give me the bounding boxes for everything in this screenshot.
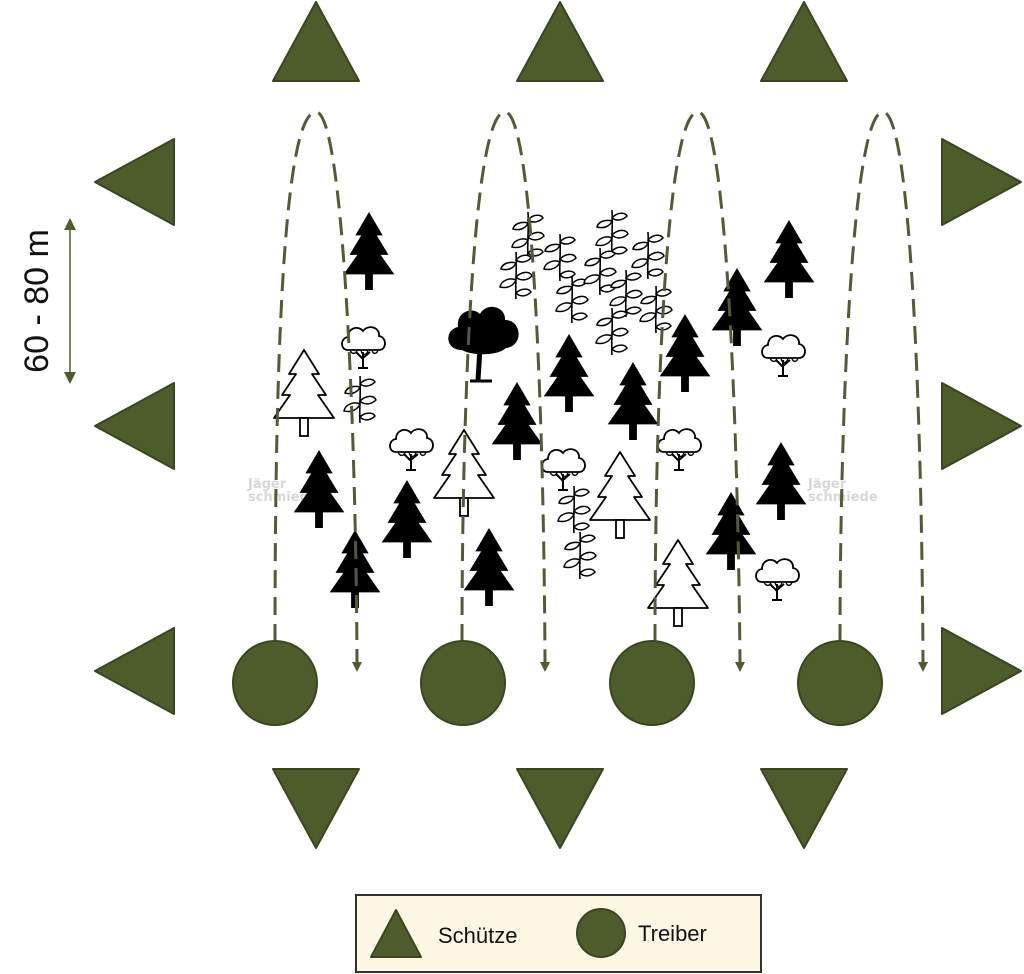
driver-path-3 (653, 110, 742, 663)
driver-path-1 (273, 110, 359, 663)
bush-icon (541, 448, 586, 491)
plant-icon (631, 231, 665, 280)
deciduous-tree-icon (448, 306, 519, 383)
path-arrowheads (352, 662, 928, 672)
driver-4 (797, 640, 883, 726)
scale-indicator: 60 - 80 m (18, 218, 76, 384)
legend-shooter-label: Schütze (438, 923, 518, 948)
shooters (94, 1, 1022, 849)
conifer-outline-icon (589, 451, 651, 539)
shooter-right-2 (941, 382, 1022, 470)
shooter-left-1 (94, 138, 175, 226)
legend-box (355, 894, 762, 973)
conifer-icon (491, 382, 543, 460)
bush-icon (657, 428, 702, 471)
shooter-left-2 (94, 382, 175, 470)
shooter-bottom-2 (516, 768, 604, 849)
plant-icon (557, 485, 591, 534)
shooter-right-1 (941, 138, 1022, 226)
arrowhead-icon (352, 662, 362, 672)
arrowhead-icon (918, 662, 928, 672)
plant-icon (343, 375, 377, 424)
bush-icon (761, 334, 806, 377)
watermark-left: Jäger schmiede (247, 477, 318, 505)
driver-3 (609, 640, 695, 726)
svg-text:Jäger: Jäger (247, 477, 287, 492)
forest (273, 209, 815, 627)
conifer-icon (343, 212, 395, 290)
plant-icon (639, 285, 673, 334)
bush-icon (755, 558, 800, 601)
conifer-icon (711, 268, 763, 346)
shooter-top-2 (516, 1, 604, 82)
conifer-outline-icon (273, 349, 335, 437)
legend-shooter-icon (370, 909, 422, 958)
conifer-icon (755, 442, 807, 520)
conifer-icon (607, 362, 659, 440)
conifer-icon (293, 450, 345, 528)
plant-icon (555, 275, 589, 324)
plant-icon (499, 251, 533, 300)
plant-icon (609, 269, 643, 318)
legend: Schütze Treiber (355, 894, 762, 973)
plant-icon (583, 247, 617, 296)
shooter-bottom-1 (272, 768, 360, 849)
svg-text:Jäger: Jäger (807, 477, 847, 492)
shooter-top-3 (760, 1, 848, 82)
driver-paths (273, 110, 925, 663)
legend-driver-label: Treiber (638, 921, 707, 946)
driver-1 (232, 640, 318, 726)
conifer-icon (763, 220, 815, 298)
driver-2 (420, 640, 506, 726)
conifer-icon (543, 334, 595, 412)
svg-text:schmiede: schmiede (248, 490, 318, 505)
shooter-right-3 (941, 627, 1022, 715)
plant-icon (595, 307, 629, 356)
drivers (232, 640, 883, 726)
conifer-icon (705, 492, 757, 570)
conifer-icon (463, 528, 515, 606)
plant-icon (563, 531, 597, 580)
plant-icon (543, 233, 577, 282)
bush-icon (389, 428, 434, 471)
driver-path-4 (838, 110, 925, 663)
shooter-bottom-3 (760, 768, 848, 849)
arrowhead-icon (735, 662, 745, 672)
driver-path-2 (460, 110, 547, 663)
arrowhead-icon (540, 662, 550, 672)
conifer-icon (381, 480, 433, 558)
scale-label: 60 - 80 m (18, 229, 56, 373)
shooter-top-1 (272, 1, 360, 82)
legend-driver-icon (576, 908, 626, 958)
shooter-left-3 (94, 627, 175, 715)
